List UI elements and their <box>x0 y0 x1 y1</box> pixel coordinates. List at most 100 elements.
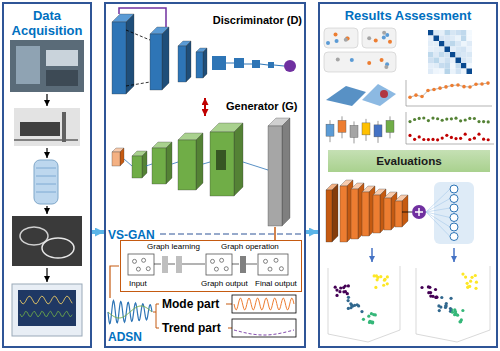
embedding-point <box>427 285 430 288</box>
graph-vertex <box>142 258 146 262</box>
decomposition-line <box>226 304 232 305</box>
cnn-layer <box>326 184 338 242</box>
heatmap-cell <box>461 41 467 47</box>
device-photo <box>14 108 80 146</box>
scatter-point <box>422 116 425 119</box>
block-front <box>178 46 186 82</box>
heatmap-cell <box>467 63 473 69</box>
heatmap-cell <box>445 41 451 47</box>
output-neuron <box>450 204 458 212</box>
tube-photo <box>34 160 58 204</box>
graph-frame <box>206 254 232 275</box>
dense-unit <box>234 58 244 68</box>
embedding-point <box>388 40 392 44</box>
graph-flow <box>168 264 175 265</box>
heatmap-cell <box>439 63 445 69</box>
sample-shape <box>42 238 74 258</box>
graph-flow <box>232 264 239 265</box>
heatmap-cell <box>445 47 451 53</box>
trend-plot-frame <box>232 319 296 337</box>
heatmap-cell <box>467 41 473 47</box>
heatmap-cell <box>428 58 434 64</box>
embedding-point <box>451 311 454 314</box>
heatmap-cell <box>461 30 467 36</box>
scatter-point <box>441 136 444 139</box>
monitor-trace <box>20 296 72 304</box>
scatter-point <box>487 120 490 123</box>
fc-link <box>426 212 450 237</box>
block-side <box>142 151 147 178</box>
output-layer-panel <box>434 182 474 244</box>
surface-plot <box>362 84 396 106</box>
scatter-point <box>477 120 480 123</box>
embedding-point <box>459 320 462 323</box>
heatmap-cell <box>450 47 456 53</box>
scatter-point <box>454 117 457 120</box>
heatmap-cell <box>445 52 451 58</box>
embedding-point <box>474 287 477 290</box>
mode-plot-frame <box>232 295 296 313</box>
heatmap-cell <box>467 47 473 53</box>
band-title: Evaluations <box>328 153 490 169</box>
embedding-point <box>453 313 456 316</box>
fusion-node <box>412 205 426 219</box>
model-panel: VS-GANADSNGraph learningGraph operationI… <box>104 2 306 348</box>
embedding-point <box>335 294 338 297</box>
heatmap-cell <box>434 47 440 53</box>
dense-unit <box>212 56 226 70</box>
scatter-point <box>464 133 467 136</box>
embedding-point <box>344 284 347 287</box>
heatmap-cell <box>434 63 440 69</box>
embedding-point <box>380 58 384 62</box>
embedding-point <box>347 296 350 299</box>
block-side <box>402 195 408 227</box>
network-label: Discriminator (D) <box>213 14 302 27</box>
heatmap-cell <box>461 63 467 69</box>
device-photo-detail <box>14 139 78 141</box>
embedding-point <box>431 295 434 298</box>
tube-mark <box>36 168 56 169</box>
monitor-photo <box>12 284 82 336</box>
generator-layer <box>152 142 172 184</box>
flow-arrow <box>46 268 47 282</box>
graph-vertex <box>279 267 283 271</box>
embedding-point <box>383 278 386 281</box>
heatmap-cell <box>428 52 434 58</box>
section-divider <box>160 234 304 235</box>
embedding-point <box>434 296 437 299</box>
output-neuron <box>450 185 458 193</box>
block-side <box>234 123 243 196</box>
graph-vertex <box>133 259 137 263</box>
scatter-point <box>462 85 466 89</box>
heatmap-cell <box>450 58 456 64</box>
graph-to-generator-line <box>274 227 276 240</box>
heatmap-cell <box>461 58 467 64</box>
heatmap-cell <box>434 30 440 36</box>
embedding-point <box>445 302 448 305</box>
heatmap-cell <box>450 30 456 36</box>
scatter-point <box>445 117 448 120</box>
embedding-point <box>461 309 464 312</box>
block-side <box>162 27 169 90</box>
raw-signal-trend <box>108 306 152 318</box>
embedding-point <box>475 281 478 284</box>
embedding-point <box>336 58 340 62</box>
embedding-point <box>375 274 378 277</box>
embedding-point <box>386 282 389 285</box>
device-photo-detail <box>20 122 60 136</box>
heatmap-cell <box>428 30 434 36</box>
graph-caption: Graph output <box>201 279 248 289</box>
embedding-point <box>384 65 388 69</box>
embedding-panel <box>362 28 396 48</box>
output-neuron <box>450 195 458 203</box>
embedding-point <box>350 58 354 62</box>
embedding-panel <box>324 52 396 72</box>
lab-photo-detail <box>16 46 40 84</box>
heatmap-cell <box>445 58 451 64</box>
flow-arrow <box>46 148 47 158</box>
panel-title: Results Assessment <box>320 8 496 23</box>
embedding-point <box>368 321 371 324</box>
surface-plot <box>326 86 366 106</box>
